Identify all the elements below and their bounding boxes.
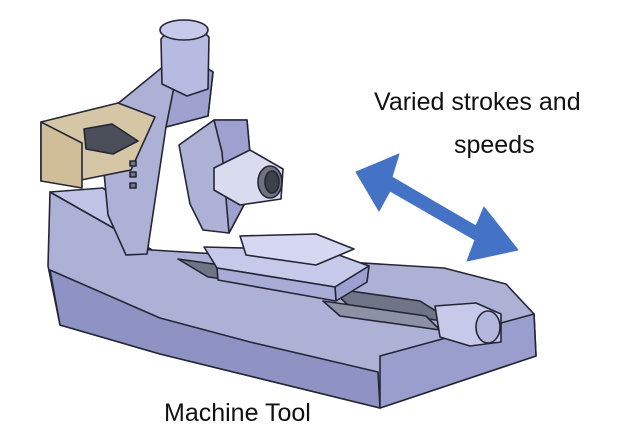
control-cabinet-panel [83, 123, 139, 155]
ballscrew-end-cap-face [475, 310, 501, 344]
machine-worktable-top [239, 233, 355, 266]
motion-double-arrow-shape [355, 153, 519, 262]
spindle-tool-face [264, 170, 280, 194]
machine-worktable-front [216, 267, 337, 302]
machine-tower-top [159, 19, 209, 41]
control-cabinet-button-2 [129, 171, 137, 178]
machine-tool-caption: Machine Tool [164, 399, 311, 427]
motion-label-line-1: Varied strokes and [374, 88, 581, 116]
machine-base-front-face [49, 269, 381, 409]
motion-double-arrow [355, 153, 519, 262]
motion-label-line-2: speeds [454, 131, 535, 159]
control-cabinet-button-1 [129, 160, 137, 167]
control-cabinet-front [40, 121, 83, 189]
control-cabinet-button-3 [129, 182, 137, 189]
